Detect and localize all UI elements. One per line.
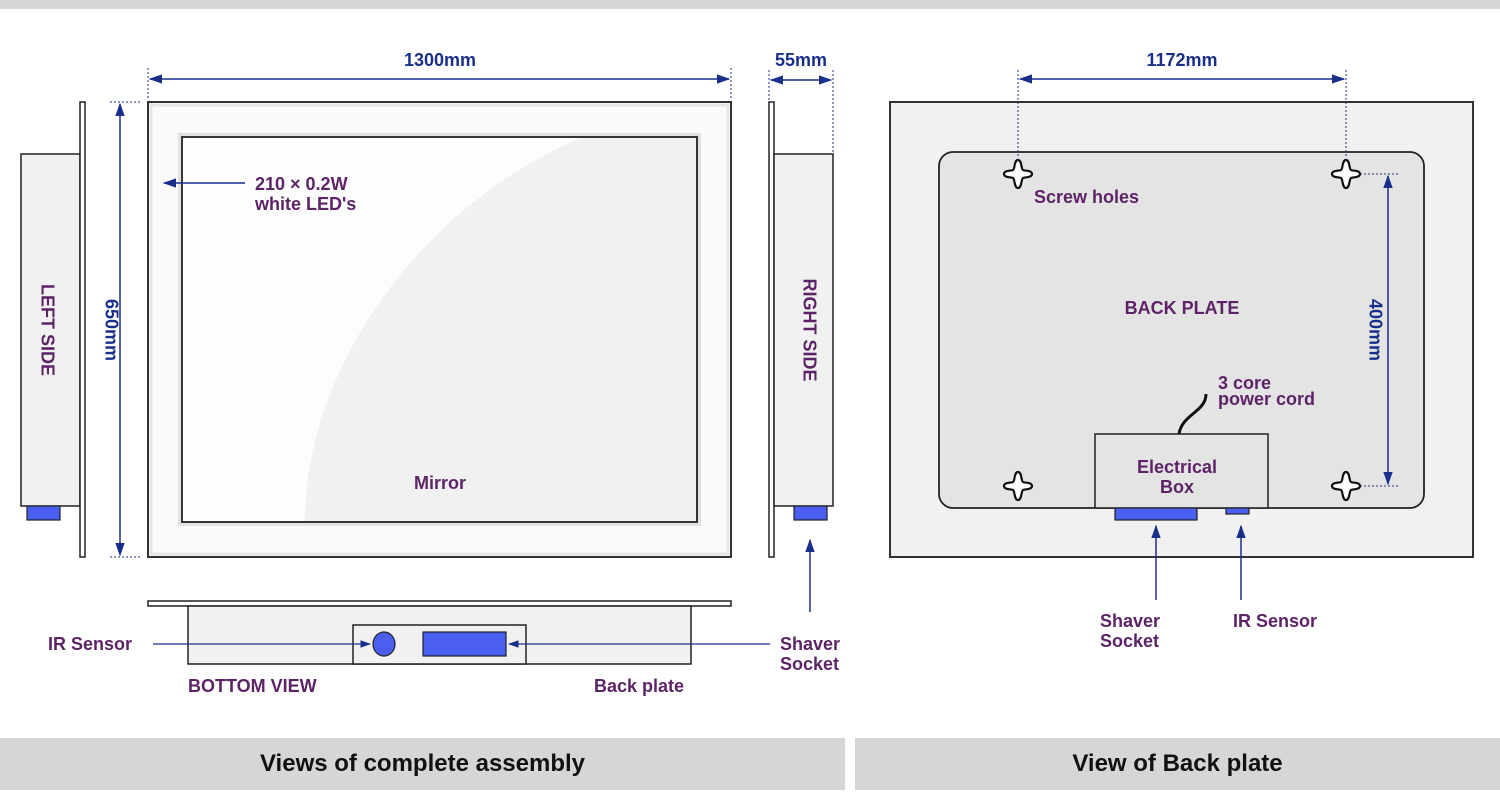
bottom-view-label: BOTTOM VIEW [188, 676, 317, 696]
led-label-line1: 210 × 0.2W [255, 174, 348, 194]
back-plate-label: Back plate [594, 676, 684, 696]
power-cord [1177, 393, 1208, 435]
left-side-label: LEFT SIDE [37, 284, 57, 376]
width-dimension-label: 1300mm [404, 50, 476, 70]
shaver-socket-line2: Socket [780, 654, 839, 674]
left-side-view: LEFT SIDE [20, 101, 86, 558]
screw-spacing-width-dimension: 1172mm [1017, 50, 1347, 158]
screw-spacing-height-dimension: 400mm [1360, 173, 1398, 487]
caption-back-plate: View of Back plate [855, 738, 1500, 790]
screw-holes-label: Screw holes [1034, 187, 1139, 207]
back-shaver-socket [1114, 507, 1198, 521]
top-bar [0, 0, 1500, 9]
bottom-view: IR Sensor Shaver Socket BOTTOM VIEW Back… [48, 600, 840, 696]
screw-spacing-width-label: 1172mm [1146, 50, 1217, 70]
led-label-line2: white LED's [254, 194, 356, 214]
left-side-glass-edge [79, 101, 86, 558]
back-ir-sensor [1225, 507, 1250, 515]
depth-dimension: 55mm [768, 50, 834, 152]
back-ir-label: IR Sensor [1233, 611, 1317, 631]
height-dimension: 650mm [101, 101, 142, 558]
right-side-label: RIGHT SIDE [799, 278, 819, 381]
caption-complete-assembly: Views of complete assembly [0, 738, 845, 790]
power-cord-line1: 3 core [1218, 373, 1271, 393]
right-side-component [793, 505, 828, 521]
width-dimension: 1300mm [147, 50, 732, 100]
electrical-box [1094, 433, 1269, 509]
mirror-reflection [305, 137, 697, 522]
front-view: Mirror 210 × 0.2W white LED's [147, 101, 732, 558]
right-side-view: RIGHT SIDE [768, 101, 834, 612]
back-plate-title: BACK PLATE [1125, 298, 1240, 318]
back-shaver-line1: Shaver [1100, 611, 1160, 631]
back-shaver-line2: Socket [1100, 631, 1159, 651]
ir-sensor-label: IR Sensor [48, 634, 132, 654]
height-dimension-label: 650mm [101, 299, 121, 361]
left-side-component [26, 505, 61, 521]
screw-spacing-height-label: 400mm [1365, 299, 1385, 361]
bottom-ir-sensor [372, 631, 396, 657]
electrical-box-line2: Box [1160, 477, 1194, 497]
electrical-box-line1: Electrical [1137, 457, 1217, 477]
bottom-shaver-socket [422, 631, 507, 657]
power-cord-line2: power cord [1218, 389, 1315, 409]
mirror-label: Mirror [414, 473, 466, 493]
back-plate-view: BACK PLATE Screw holes 3 core power cord… [889, 101, 1474, 651]
depth-dimension-label: 55mm [775, 50, 827, 70]
shaver-socket-line1: Shaver [780, 634, 840, 654]
